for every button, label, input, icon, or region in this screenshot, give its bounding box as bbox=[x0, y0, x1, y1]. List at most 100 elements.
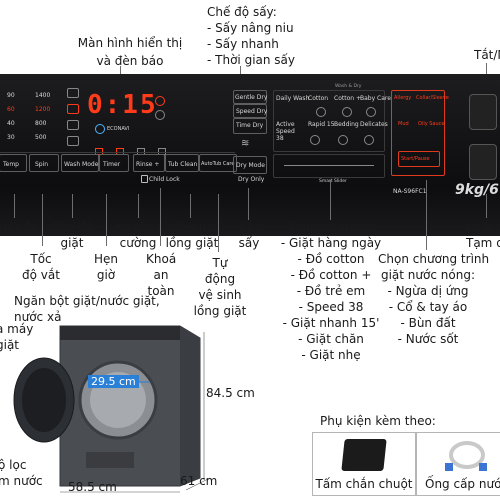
cotton-plus-icon bbox=[342, 107, 352, 117]
heat-icon: ≋ bbox=[241, 138, 250, 149]
water-hose-image bbox=[445, 441, 487, 471]
spin-icon bbox=[67, 136, 79, 146]
tub-clean-button-label: Tub Clean bbox=[168, 161, 198, 168]
accessory-hose-card: Ống cấp nước bbox=[416, 432, 500, 496]
dry-mode-label: Dry Mode bbox=[236, 162, 265, 169]
detergent-label: Ngăn bột giặt/nước giặt,nước xả bbox=[14, 294, 160, 324]
control-panel: 90 60 40 30 1400 1200 800 500 0:15 ECONA… bbox=[0, 74, 500, 236]
program-rapid[interactable]: Rapid 15 bbox=[308, 121, 335, 128]
accessories-title: Phụ kiện kèm theo: bbox=[320, 414, 436, 428]
slider-track bbox=[284, 165, 374, 166]
temp-desc: hiệt độ bbox=[0, 220, 38, 234]
econavi-indicator: ECONAVI bbox=[107, 126, 130, 132]
leader-timer bbox=[106, 194, 107, 246]
spin-button-label: Spin bbox=[35, 161, 49, 168]
rinse-button[interactable]: Rinse + bbox=[133, 154, 165, 172]
start-desc: Khởi độTạm dừ bbox=[466, 220, 500, 250]
program-cotton[interactable]: Cotton bbox=[308, 95, 329, 102]
door-label: a máygiặt bbox=[0, 322, 34, 352]
start-pause-button[interactable]: Start/Pause bbox=[398, 151, 440, 167]
leader-dry-only bbox=[248, 188, 249, 220]
time-dry-button[interactable]: Time Dry bbox=[233, 118, 267, 134]
status-icon bbox=[155, 96, 165, 106]
temp-60: 60 bbox=[7, 106, 15, 113]
dry-mode-label: Chế độ sấy: - Sấy nâng niu - Sấy nhanh -… bbox=[207, 5, 296, 67]
leader-start bbox=[486, 194, 487, 218]
special-allergy[interactable]: Allergy bbox=[394, 95, 412, 101]
wash-icon bbox=[67, 104, 79, 114]
gentle-dry-button[interactable]: Gentle Dry bbox=[233, 90, 267, 104]
dry-mode-button[interactable]: Dry Mode bbox=[233, 156, 267, 174]
wash-dry-label: Wash & Dry bbox=[335, 84, 362, 89]
width-dimension: 58.5 cm bbox=[68, 480, 117, 494]
start-button[interactable] bbox=[469, 144, 497, 180]
smart-slider[interactable] bbox=[273, 154, 385, 178]
delicates-icon bbox=[364, 135, 374, 145]
auto-tub-care-label: AutoTub Care bbox=[201, 161, 235, 167]
tub-clean-button[interactable]: Tub Clean bbox=[165, 154, 199, 172]
child-lock-label: Child Lock bbox=[149, 176, 180, 183]
wash-mode-button-label: Wash Mode bbox=[64, 161, 99, 168]
special-collar[interactable]: Collar/Sleeve bbox=[416, 95, 449, 101]
rinse-button-label: Rinse + bbox=[136, 161, 160, 168]
leader-rinse bbox=[138, 194, 139, 218]
temp-30: 30 bbox=[7, 134, 15, 141]
program-baby-care[interactable]: Baby Care bbox=[360, 95, 391, 102]
temp-button-label: Temp bbox=[3, 161, 19, 168]
model-number: NA-S96FC1 bbox=[393, 188, 427, 195]
wash-mode-button[interactable]: Wash Mode bbox=[61, 154, 99, 172]
leader-child-lock bbox=[160, 188, 161, 246]
temp-90: 90 bbox=[7, 92, 15, 99]
special-oily[interactable]: Oily Sauce bbox=[418, 121, 445, 127]
bedding-icon bbox=[338, 135, 348, 145]
program-bedding[interactable]: Bedding bbox=[334, 121, 359, 128]
special-mud[interactable]: Mud bbox=[398, 121, 409, 127]
accessory-mat-card: Tấm chắn chuột bbox=[312, 432, 416, 496]
indicator-row bbox=[95, 140, 175, 155]
door-diameter: 29.5 cm bbox=[88, 375, 139, 388]
lock-icon bbox=[141, 175, 148, 183]
spin-button[interactable]: Spin bbox=[29, 154, 59, 172]
speed-dry-label: Speed Dry bbox=[236, 108, 268, 115]
power-button[interactable] bbox=[469, 94, 497, 130]
special-desc: Chọn chương trình giặt nước nóng: - Ngừa… bbox=[378, 252, 490, 346]
time-dry-label: Time Dry bbox=[236, 122, 264, 129]
speed-dry-button[interactable]: Speed Dry bbox=[233, 104, 267, 118]
dry-only-label: Dry Only bbox=[238, 176, 265, 183]
spin-500: 500 bbox=[35, 134, 47, 141]
leader-tub-clean bbox=[190, 194, 191, 218]
timer-button[interactable]: Timer bbox=[99, 154, 129, 172]
accessory-mat-label: Tấm chắn chuột bbox=[315, 477, 413, 491]
leader-programs bbox=[330, 180, 331, 220]
divider bbox=[0, 152, 235, 153]
timer-button-label: Timer bbox=[103, 161, 121, 168]
leader-spin bbox=[42, 194, 43, 246]
program-delicates[interactable]: Delicates bbox=[360, 121, 388, 128]
leader-temp bbox=[14, 194, 15, 218]
mouse-guard-image bbox=[341, 439, 387, 471]
rapid-icon bbox=[310, 135, 320, 145]
program-active-speed[interactable]: Active Speed 38 bbox=[276, 121, 295, 142]
capacity-badge: 9kg/6 bbox=[455, 182, 499, 198]
depth-dimension: 61 cm bbox=[180, 474, 218, 488]
program-daily-wash[interactable]: Daily Wash bbox=[276, 95, 310, 102]
gentle-dry-label: Gentle Dry bbox=[235, 94, 268, 101]
program-cotton-plus[interactable]: Cotton + bbox=[334, 95, 361, 102]
baby-icon bbox=[366, 107, 376, 117]
temp-button[interactable]: Temp bbox=[0, 154, 27, 172]
spin-800: 800 bbox=[35, 120, 47, 127]
time-display: 0:15 bbox=[87, 90, 158, 120]
programs-desc: Chương trình: - Giặt hàng ngày - Đồ cott… bbox=[280, 220, 382, 362]
spin-1200: 1200 bbox=[35, 106, 51, 113]
auto-tub-care-button[interactable]: AutoTub Care bbox=[199, 154, 237, 172]
smart-slider-label: Smart Slider bbox=[319, 179, 347, 184]
height-dimension: 84.5 cm bbox=[206, 386, 255, 400]
